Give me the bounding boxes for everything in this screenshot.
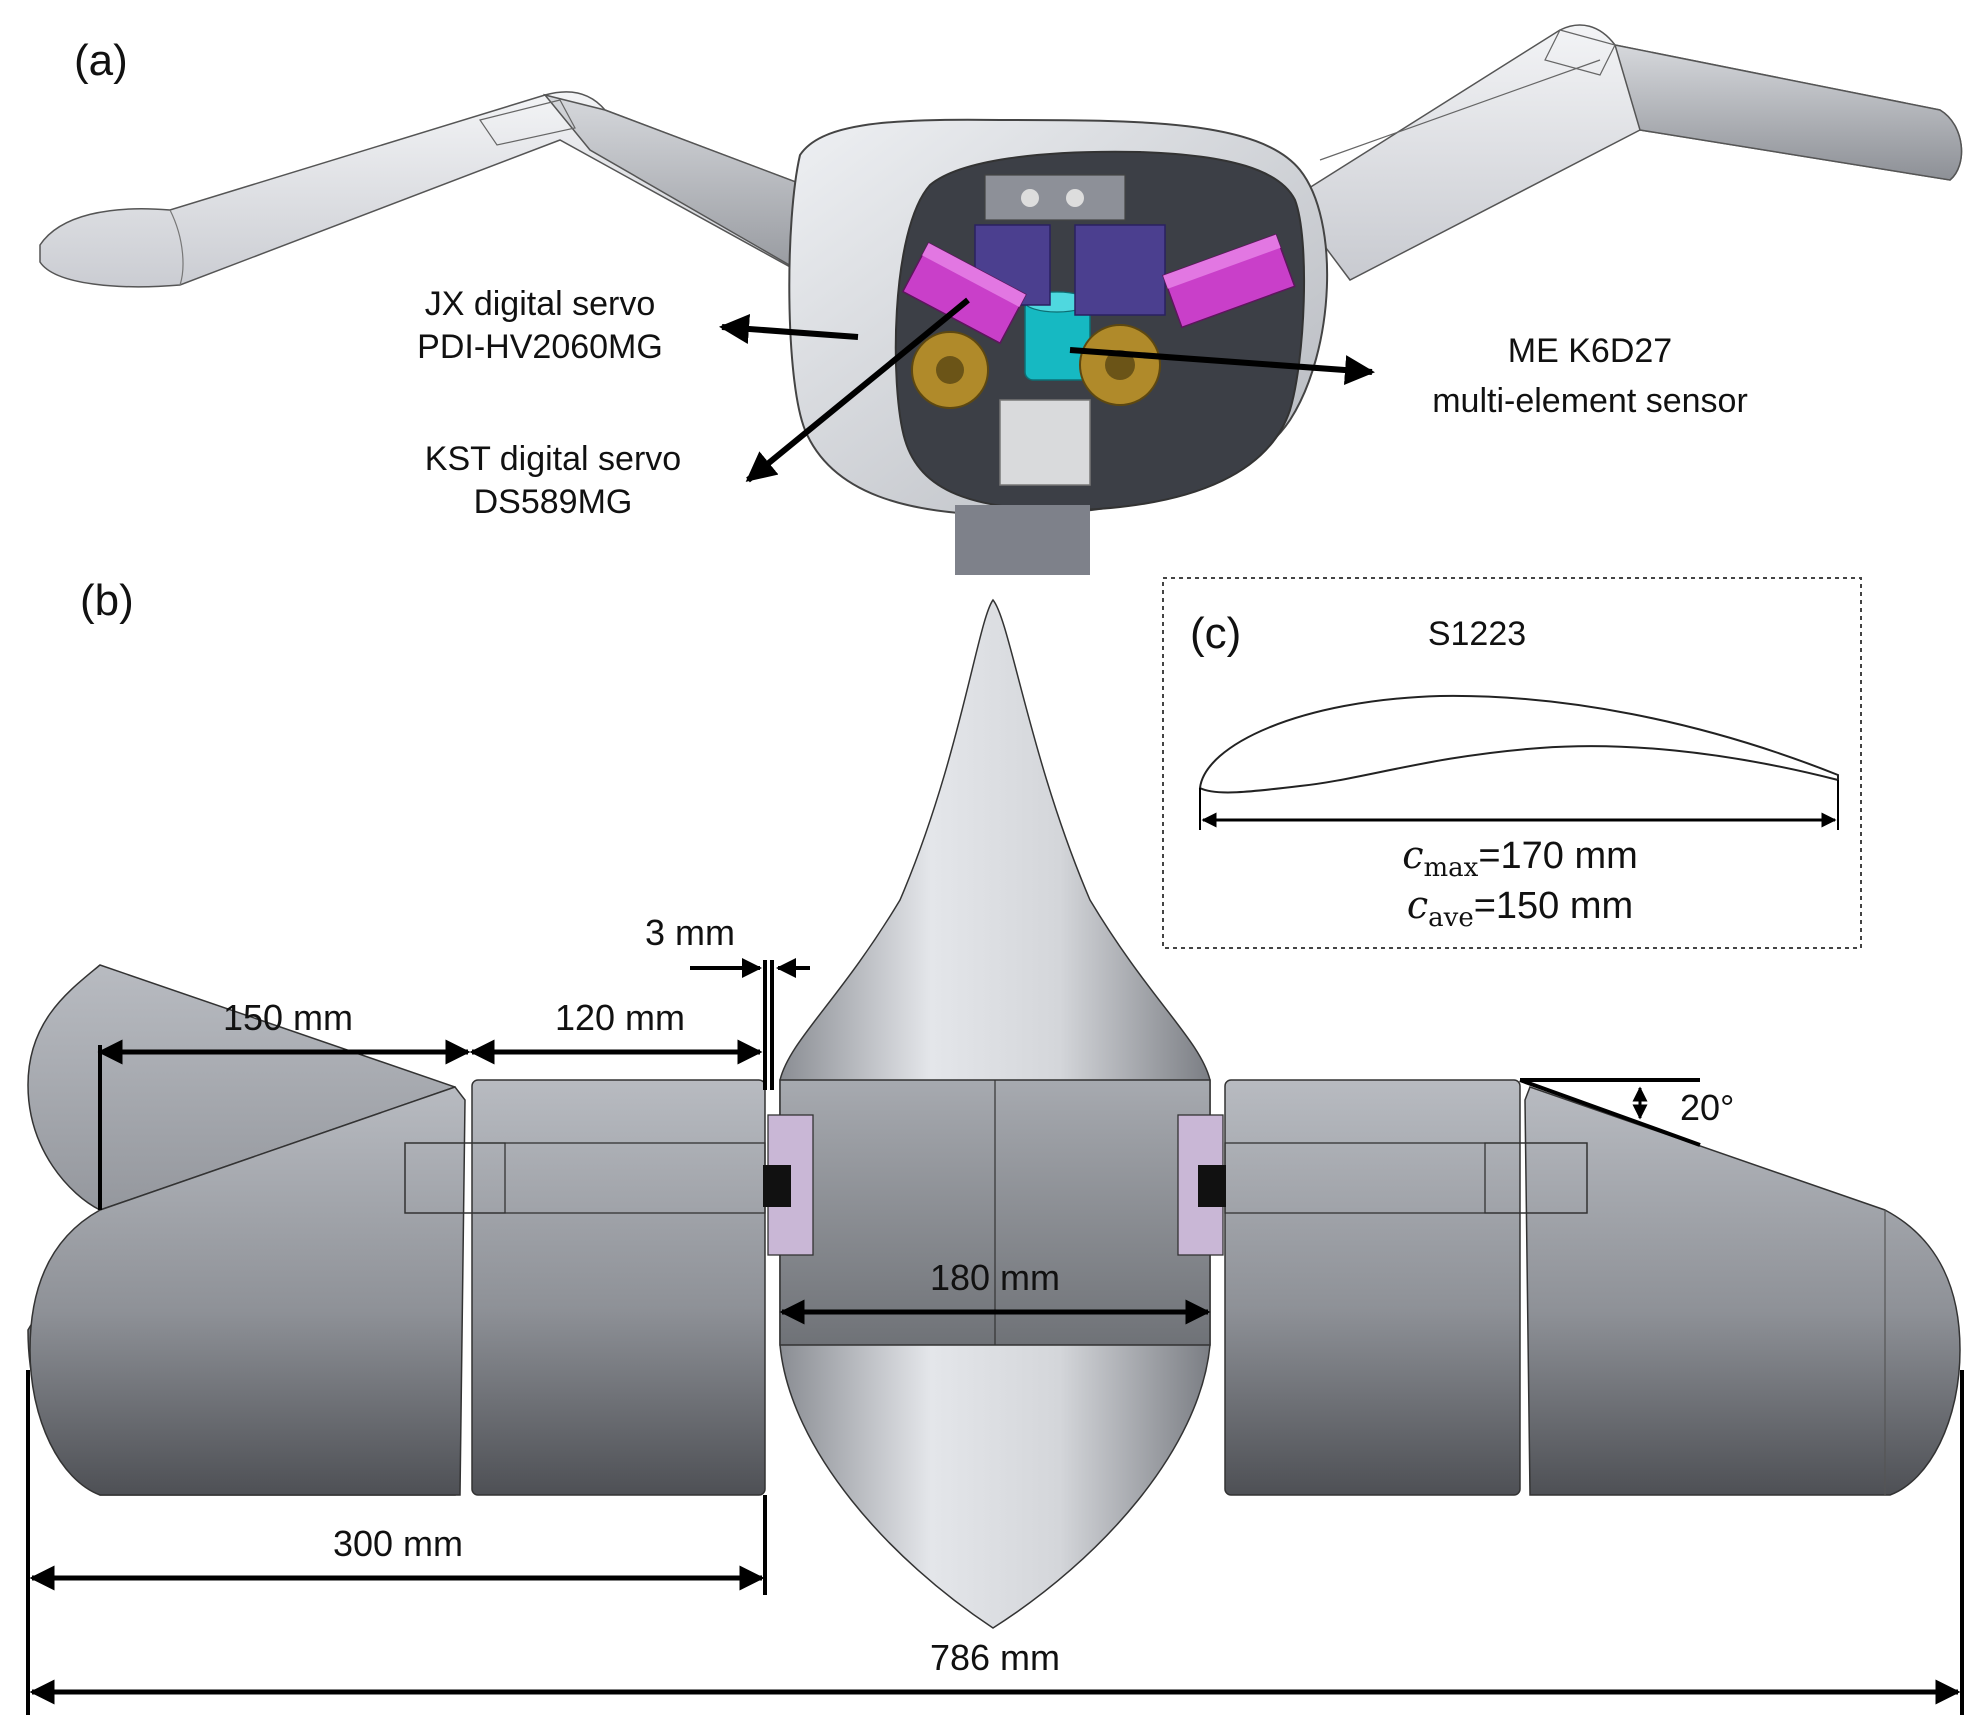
panel-a-label: (a): [74, 36, 128, 85]
callout-kst-arrow: [745, 297, 970, 483]
callout-sensor-arrow: [1069, 347, 1375, 385]
panel-a: (a): [39, 24, 1963, 575]
callout-jx-line1: JX digital servo: [425, 285, 656, 323]
dim-total-span-label: 786 mm: [930, 1637, 1060, 1678]
dim-total-span: 786 mm: [26, 1370, 1964, 1715]
dim-outer-wing-label: 150 mm: [223, 997, 353, 1038]
airfoil-name: S1223: [1428, 615, 1526, 653]
dim-body-width: 180 mm: [779, 1257, 1211, 1325]
left-inner-wing: [471, 1079, 766, 1496]
dim-sweep-angle-label: 20°: [1680, 1087, 1734, 1128]
panel-b: (b): [26, 576, 1964, 1715]
dim-gap-label: 3 mm: [645, 912, 735, 953]
dim-half-span-label: 300 mm: [333, 1523, 463, 1564]
left-outer-wing-shape: [29, 1086, 466, 1496]
callout-kst-servo: KST digital servo DS589MG: [425, 297, 970, 521]
dim-half-span: 300 mm: [29, 1495, 767, 1595]
chord-max-label: cmax=170 mm: [1402, 833, 1638, 883]
support-post: [955, 505, 1090, 575]
callout-sensor: ME K6D27 multi-element sensor: [1069, 332, 1748, 420]
airfoil-profile: [1198, 694, 1839, 794]
kst-servo-body: [1162, 233, 1296, 329]
callout-jx-line2: PDI-HV2060MG: [417, 328, 663, 366]
callout-sensor-line2: multi-element sensor: [1432, 382, 1748, 420]
right-inner-wing: [1224, 1079, 1521, 1496]
central-body: [763, 598, 1226, 1629]
panel-c: (c) S1223 cmax=170 mm cave=150 mm: [1162, 577, 1862, 949]
callout-jx-arrow: [719, 314, 859, 344]
right-wing-3d: [1288, 24, 1963, 281]
dim-outer-wing: 150 mm: [97, 997, 471, 1210]
callout-kst-line2: DS589MG: [474, 483, 633, 521]
dim-inner-wing-label: 120 mm: [555, 997, 685, 1038]
dim-gap: 3 mm: [645, 912, 810, 978]
dim-sweep-angle: 20°: [1519, 1078, 1734, 1147]
callout-jx-servo: JX digital servo PDI-HV2060MG: [417, 285, 859, 366]
left-wing-3d: [39, 91, 871, 302]
right-outer-wing: [1524, 1086, 1961, 1496]
panel-c-label: (c): [1190, 609, 1241, 658]
chord-ave-label: cave=150 mm: [1407, 883, 1633, 933]
dim-body-width-label: 180 mm: [930, 1257, 1060, 1298]
callout-kst-line1: KST digital servo: [425, 440, 681, 478]
dim-inner-wing: 120 mm: [469, 960, 774, 1090]
callout-sensor-line1: ME K6D27: [1508, 332, 1672, 370]
panel-b-label: (b): [80, 576, 134, 625]
body-shell-3d: [788, 118, 1329, 575]
